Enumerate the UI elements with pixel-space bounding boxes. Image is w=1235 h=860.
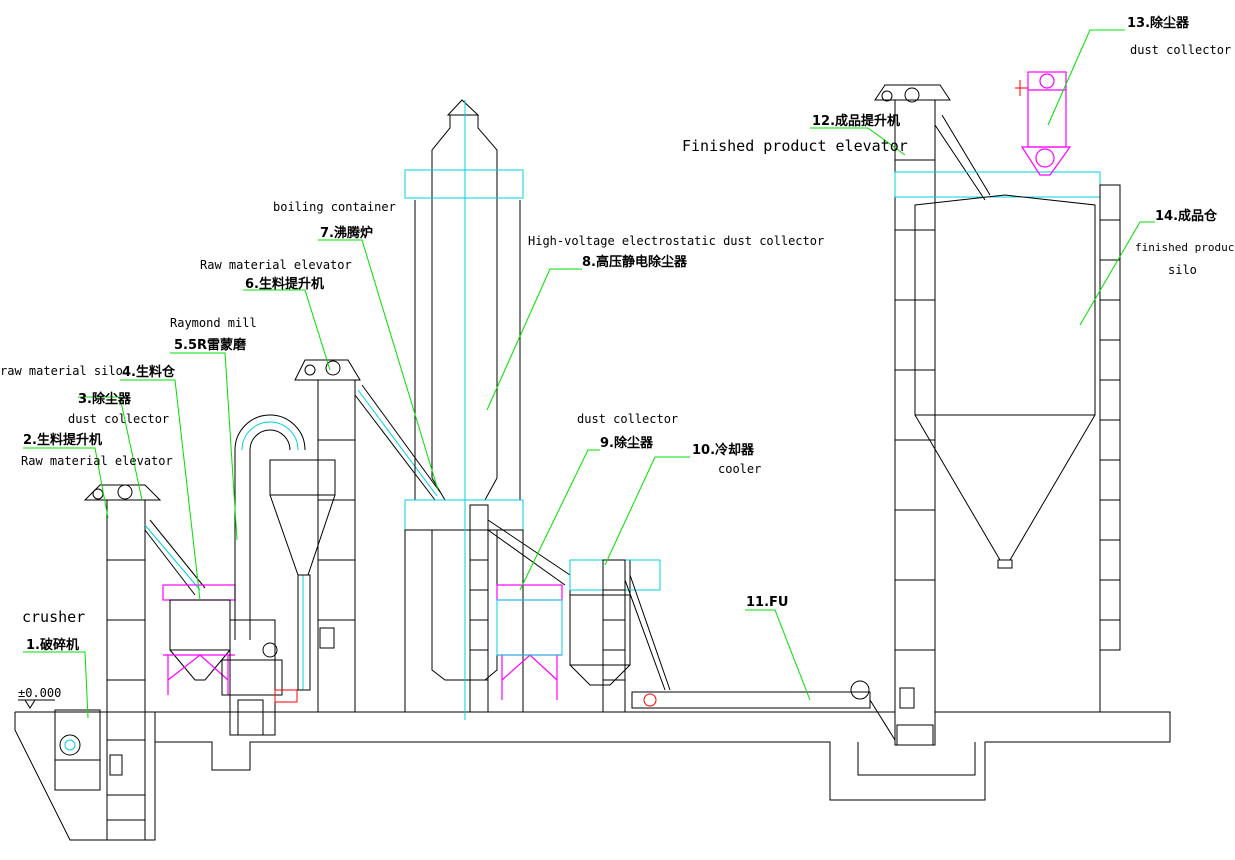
- leader-lines: [23, 29, 1155, 719]
- svg-text:±0.000: ±0.000: [18, 686, 61, 700]
- crusher: [54, 709, 101, 791]
- label-cn-9: 9.除尘器: [600, 435, 654, 451]
- boiling-container: [404, 99, 571, 720]
- label-cn-8: 8.高压静电除尘器: [582, 254, 688, 270]
- label-en-7: boiling container: [273, 200, 396, 214]
- label-cn-4: 4.生料仓: [122, 364, 176, 380]
- elevation-marker: ±0.000: [18, 686, 61, 709]
- label-cn-14: 14.成品仓: [1155, 208, 1218, 224]
- label-en2-14: silo: [1168, 263, 1197, 277]
- dust-collector-13: [1015, 71, 1072, 176]
- raymond-mill: [221, 414, 306, 736]
- label-cn-2: 2.生料提升机: [23, 432, 102, 448]
- label-cn-1: 1.破碎机: [26, 637, 79, 653]
- label-cn-13: 13.除尘器: [1127, 15, 1190, 31]
- labels: crusher 1.破碎机 Raw material elevator 2.生料…: [0, 15, 1235, 653]
- foundation: [14, 711, 1171, 841]
- label-en-8: High-voltage electrostatic dust collecto…: [528, 234, 824, 248]
- label-en-3: dust collector: [68, 412, 169, 426]
- label-cn-11: 11.FU: [746, 595, 788, 610]
- label-cn-6: 6.生料提升机: [245, 276, 324, 292]
- raw-material-elevator-6: [294, 359, 441, 713]
- label-cn-3: 3.除尘器: [78, 391, 132, 407]
- finished-product-silo: [894, 171, 1121, 712]
- cooler: [569, 559, 671, 713]
- label-cn-12: 12.成品提升机: [812, 113, 900, 129]
- label-cn-7: 7.沸腾炉: [320, 225, 373, 241]
- label-en-14: finished product: [1135, 241, 1235, 254]
- label-en-1: crusher: [22, 608, 85, 626]
- label-cn-5: 5.5R雷蒙磨: [174, 337, 246, 353]
- raw-material-elevator-2: [83, 484, 206, 841]
- raw-material-silo: [162, 584, 236, 695]
- label-cn-10: 10.冷却器: [692, 442, 755, 458]
- label-en-9: dust collector: [577, 412, 678, 426]
- label-en-2: Raw material elevator: [21, 454, 173, 468]
- cyclone: [269, 459, 336, 691]
- dust-collector-9: [496, 584, 563, 700]
- label-en-13: dust collector: [1130, 43, 1231, 57]
- label-en-10: cooler: [718, 462, 761, 476]
- label-en-12: Finished product elevator: [682, 137, 908, 155]
- fu-conveyor: [631, 680, 896, 741]
- label-en-5: Raymond mill: [170, 316, 257, 330]
- label-en-6: Raw material elevator: [200, 258, 352, 272]
- label-en-4: raw material silo: [0, 364, 123, 378]
